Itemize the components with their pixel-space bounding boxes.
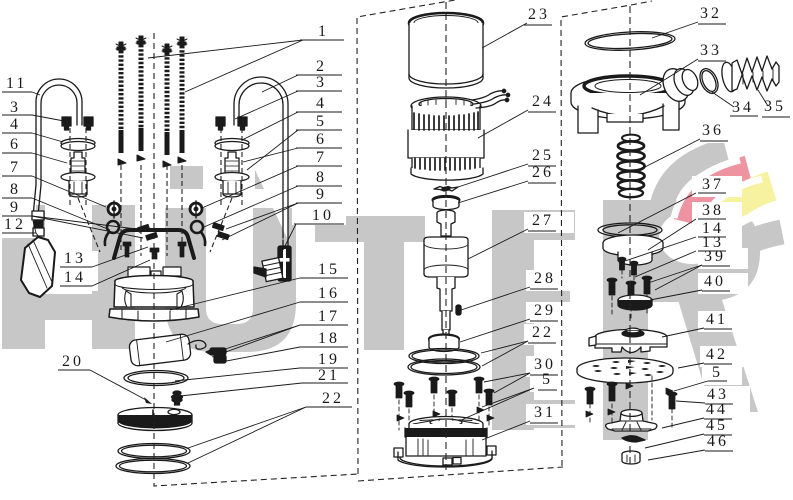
svg-text:22: 22 [322, 390, 344, 407]
svg-text:25: 25 [532, 147, 554, 164]
svg-text:20: 20 [62, 353, 84, 370]
svg-text:26: 26 [532, 164, 554, 181]
svg-text:5: 5 [712, 364, 723, 381]
svg-text:17: 17 [318, 308, 340, 325]
svg-text:7: 7 [10, 159, 21, 176]
svg-text:6: 6 [316, 131, 327, 148]
svg-text:16: 16 [318, 285, 340, 302]
svg-text:29: 29 [534, 302, 556, 319]
svg-text:8: 8 [316, 169, 327, 186]
svg-text:40: 40 [704, 273, 726, 290]
svg-text:41: 41 [706, 311, 728, 328]
svg-text:23: 23 [528, 6, 550, 23]
svg-text:31: 31 [534, 404, 556, 421]
svg-text:35: 35 [764, 98, 786, 115]
svg-text:39: 39 [704, 248, 726, 265]
svg-text:5: 5 [316, 113, 327, 130]
svg-text:43: 43 [707, 386, 729, 403]
svg-text:42: 42 [706, 346, 728, 363]
svg-text:5: 5 [542, 371, 553, 388]
svg-text:33: 33 [700, 42, 722, 59]
svg-text:9: 9 [10, 199, 21, 216]
svg-text:24: 24 [532, 93, 554, 110]
svg-text:11: 11 [6, 75, 27, 92]
svg-text:2: 2 [316, 58, 327, 75]
svg-text:13: 13 [702, 234, 724, 251]
svg-text:3: 3 [316, 74, 327, 91]
svg-text:46: 46 [707, 433, 729, 450]
svg-text:13: 13 [64, 250, 86, 267]
svg-text:44: 44 [706, 401, 728, 418]
svg-text:19: 19 [318, 351, 340, 368]
svg-text:45: 45 [706, 417, 728, 434]
svg-text:38: 38 [702, 202, 724, 219]
svg-text:12: 12 [4, 216, 26, 233]
svg-text:3: 3 [10, 99, 21, 116]
svg-text:9: 9 [316, 186, 327, 203]
svg-text:4: 4 [316, 95, 327, 112]
svg-text:28: 28 [534, 270, 556, 287]
svg-text:30: 30 [534, 356, 556, 373]
svg-text:21: 21 [318, 367, 340, 384]
svg-text:6: 6 [10, 136, 21, 153]
svg-text:14: 14 [702, 220, 724, 237]
svg-text:27: 27 [532, 212, 554, 229]
svg-text:14: 14 [64, 269, 86, 286]
svg-text:1: 1 [318, 23, 329, 40]
svg-text:18: 18 [318, 330, 340, 347]
svg-text:34: 34 [732, 99, 754, 116]
svg-text:32: 32 [700, 5, 722, 22]
svg-text:10: 10 [312, 207, 334, 224]
svg-text:36: 36 [702, 122, 724, 139]
svg-text:4: 4 [10, 116, 21, 133]
svg-text:8: 8 [10, 181, 21, 198]
svg-text:15: 15 [318, 261, 340, 278]
svg-text:22: 22 [532, 324, 554, 341]
svg-text:37: 37 [702, 176, 724, 193]
svg-text:7: 7 [316, 149, 327, 166]
